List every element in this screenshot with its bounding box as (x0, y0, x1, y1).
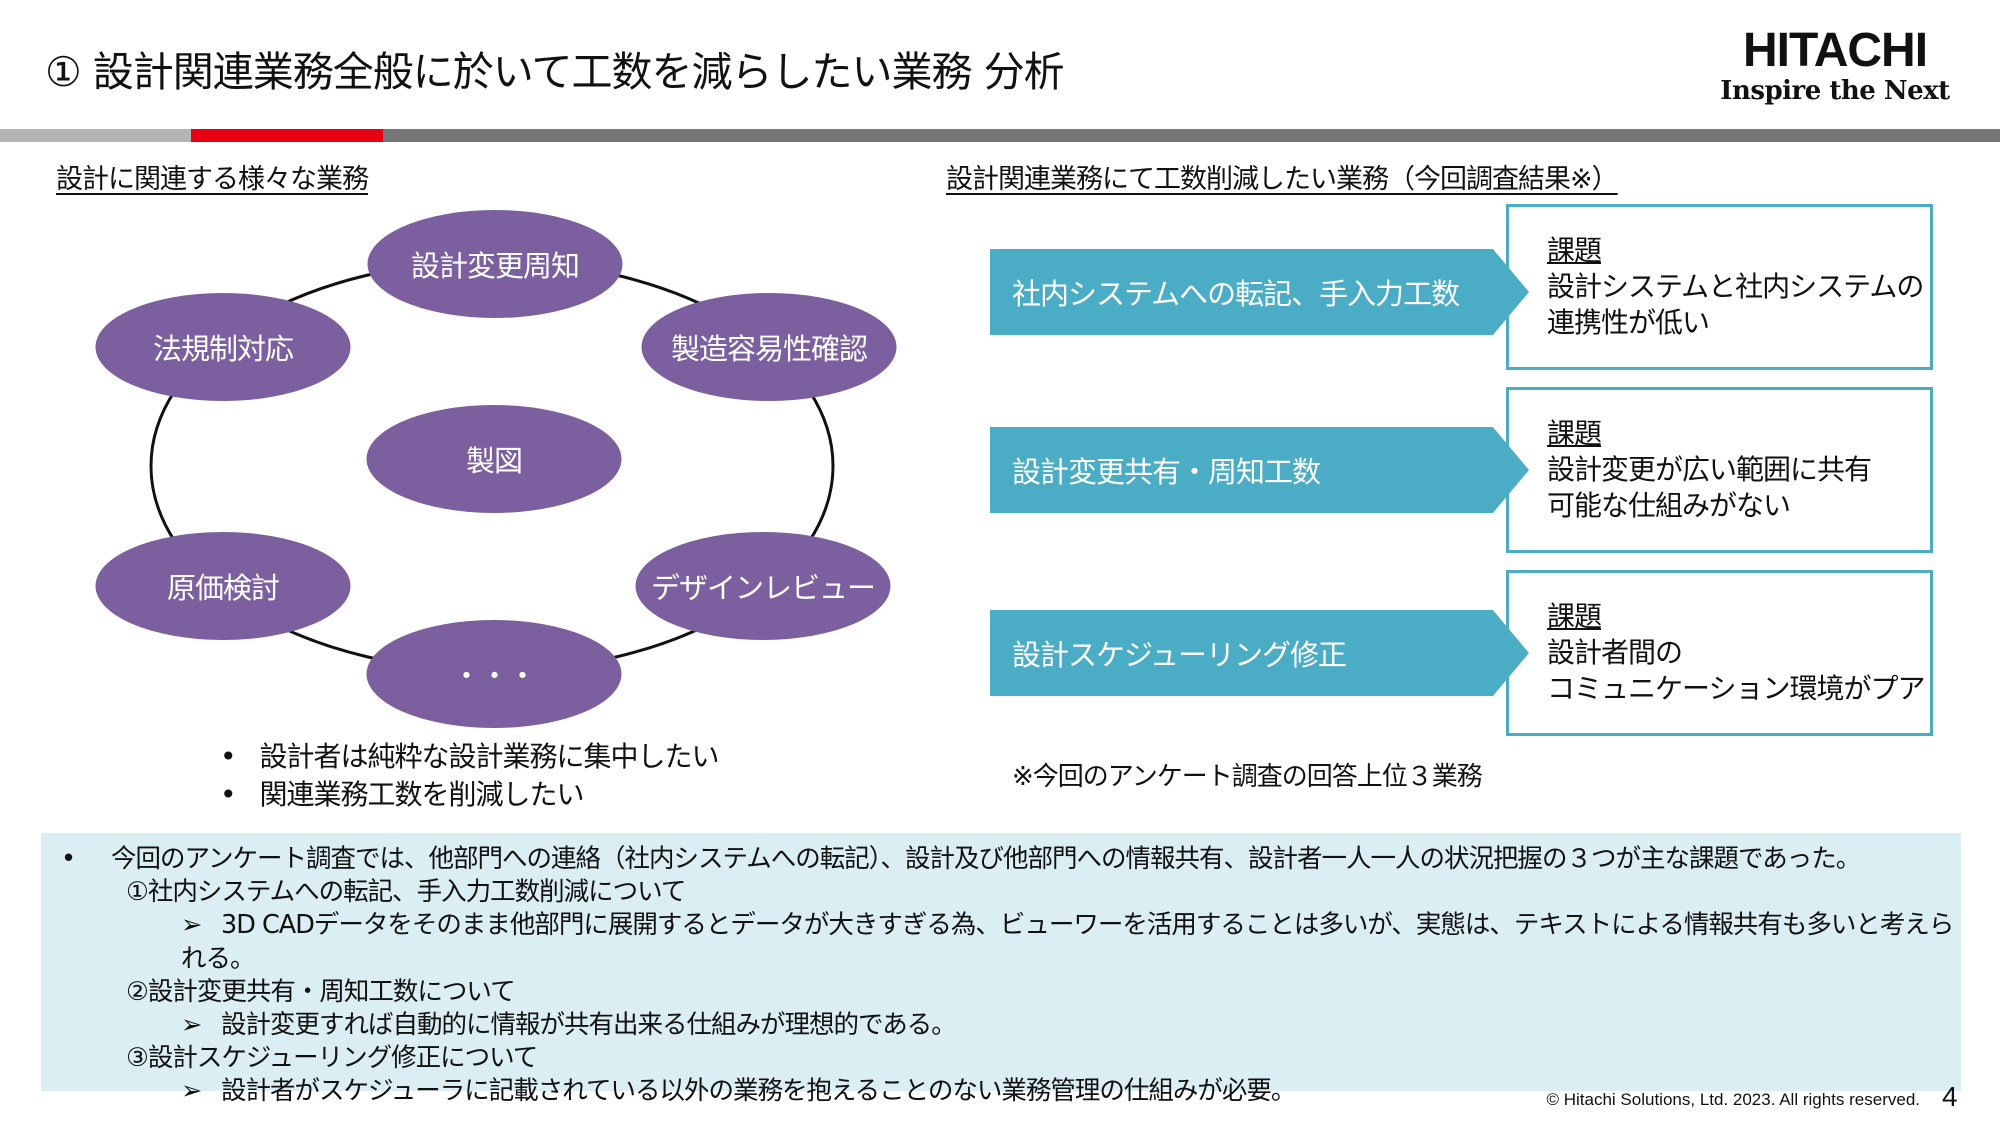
summary-section-title: ①社内システムへの転記、手入力工数削減について (126, 877, 686, 908)
left-bullets: • 設計者は純粋な設計業務に集中したい • 関連業務工数を削減したい (220, 738, 720, 814)
ring-item-more: ・・・ (366, 620, 622, 728)
summary-detail-text: 3D CADデータをそのまま他部門に展開するとデータが大きすぎる為、ビューワーを… (181, 910, 1954, 974)
issue-label: 課題 (1547, 234, 1602, 267)
issue-line: 設計システムと社内システムの (1547, 270, 1924, 303)
summary-detail: ➢ 設計変更すれば自動的に情報が共有出来る仕組みが理想的である。 (61, 1009, 1961, 1042)
summary-detail: ➢ 設計者がスケジューラに記載されている以外の業務を抱えることのない業務管理の仕組… (61, 1075, 1961, 1108)
issue-line: 可能な仕組みがない (1547, 489, 1791, 522)
logo-brand: HITACHI (1742, 24, 1928, 77)
summary-detail: ➢3D CADデータをそのまま他部門に展開するとデータが大きすぎる為、ビューワー… (61, 909, 1961, 975)
issue-box: 課題 設計者間の コミュニケーション環境がプア (1506, 570, 1933, 736)
ring-item-regulation: 法規制対応 (95, 293, 351, 401)
bullet-text: 関連業務工数を削減したい (259, 778, 585, 811)
bullet-dot: • (220, 778, 236, 811)
arrow-bullet-icon: ➢ (181, 1076, 202, 1107)
left-heading: 設計に関連する様々な業務 (56, 164, 369, 195)
ring-item-cost-review: 原価検討 (95, 532, 351, 640)
issue-label: 課題 (1547, 600, 1602, 633)
bullet-text: 設計者は純粋な設計業務に集中したい (259, 740, 720, 773)
issue-line: 設計者間の (1547, 636, 1683, 669)
task-arrow-transcription: 社内システムへの転記、手入力工数 (990, 249, 1529, 335)
issue-line: 連携性が低い (1547, 306, 1710, 339)
summary-detail-text: 設計変更すれば自動的に情報が共有出来る仕組みが理想的である。 (221, 1010, 957, 1041)
task-arrow-scheduling: 設計スケジューリング修正 (990, 610, 1529, 696)
right-heading: 設計関連業務にて工数削減したい業務（今回調査結果※） (946, 164, 1619, 195)
issue-line: 設計変更が広い範囲に共有 (1547, 453, 1872, 486)
header-bar-red (191, 129, 383, 142)
hitachi-logo: HITACHI Inspire the Next (1700, 24, 1970, 107)
header-bar-light (0, 129, 191, 142)
ring-item-manufacturability: 製造容易性確認 (641, 293, 897, 401)
survey-note: ※今回のアンケート調査の回答上位３業務 (1012, 762, 1483, 792)
page-title: ① 設計関連業務全般に於いて工数を減らしたい業務 分析 (45, 48, 1065, 96)
arrow-bullet-icon: ➢ (181, 1010, 202, 1041)
issue-box: 課題 設計システムと社内システムの 連携性が低い (1506, 204, 1933, 370)
summary-section-title: ②設計変更共有・周知工数について (126, 976, 516, 1007)
summary-box: • 今回のアンケート調査では、他部門への連絡（社内システムへの転記）、設計及び他部… (41, 833, 1961, 1106)
logo-tagline: Inspire the Next (1720, 76, 1950, 106)
issue-line: コミュニケーション環境がプア (1547, 672, 1925, 705)
ring-center-drafting: 製図 (366, 405, 622, 513)
ring-item-design-review: デザインレビュー (635, 532, 891, 640)
page-number: 4 (1942, 1081, 1958, 1112)
bullet-dot: • (220, 740, 236, 773)
bullet-item: • 関連業務工数を削減したい (220, 776, 719, 814)
header-bar-dark (383, 129, 2000, 142)
ring-item-design-change-notice: 設計変更周知 (367, 210, 623, 318)
bullet-dot: • (61, 844, 76, 874)
issue-label: 課題 (1547, 417, 1602, 450)
summary-intro: • 今回のアンケート調査では、他部門への連絡（社内システムへの転記）、設計及び他部… (61, 843, 1961, 876)
summary-detail-text: 設計者がスケジューラに記載されている以外の業務を抱えることのない業務管理の仕組み… (221, 1076, 1296, 1107)
copyright: © Hitachi Solutions, Ltd. 2023. All righ… (1546, 1090, 1921, 1109)
bullet-item: • 設計者は純粋な設計業務に集中したい (220, 738, 720, 776)
issue-box: 課題 設計変更が広い範囲に共有 可能な仕組みがない (1506, 387, 1933, 553)
summary-intro-text: 今回のアンケート調査では、他部門への連絡（社内システムへの転記）、設計及び他部門… (111, 844, 1861, 874)
arrow-bullet-icon: ➢ (181, 910, 202, 941)
task-arrow-design-change: 設計変更共有・周知工数 (990, 427, 1529, 513)
summary-section-title: ③設計スケジューリング修正について (126, 1043, 538, 1074)
